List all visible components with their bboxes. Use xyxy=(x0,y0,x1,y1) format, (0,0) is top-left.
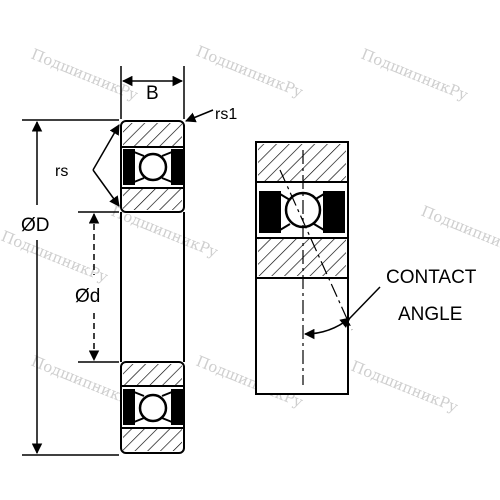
bore-diameter-label: Ød xyxy=(75,286,100,307)
watermark-text: ПодшипникРу xyxy=(359,45,471,104)
watermark-layer: ПодшипникРу ПодшипникРу ПодшипникРу Подш… xyxy=(0,42,500,416)
watermark-text: ПодшипникРу xyxy=(194,42,306,101)
contact-angle-label-line2: ANGLE xyxy=(398,304,462,325)
ball xyxy=(138,152,168,182)
width-dimension xyxy=(120,66,185,119)
rs1-leader xyxy=(185,109,214,123)
rs-label: rs xyxy=(55,163,68,180)
upper-race-section xyxy=(120,120,185,213)
left-section-view xyxy=(120,120,185,454)
ball xyxy=(138,393,168,423)
watermark-text: ПодшипникРу xyxy=(419,202,500,261)
contact-angle-arc xyxy=(303,286,381,340)
rs-leader xyxy=(92,124,120,207)
watermark-text: ПодшипникРу xyxy=(29,45,141,104)
lower-race-section xyxy=(120,361,185,454)
contact-line xyxy=(279,169,353,331)
bore-diameter-dimension xyxy=(78,211,119,363)
outer-diameter-label: ØD xyxy=(21,215,50,236)
outer-diameter-dimension xyxy=(22,119,119,456)
rs1-label: rs1 xyxy=(215,106,237,123)
right-detail-view xyxy=(255,141,353,395)
width-label: B xyxy=(146,83,159,104)
contact-angle-label-line1: CONTACT xyxy=(386,267,477,288)
watermark-text: ПодшипникРу xyxy=(349,357,461,416)
